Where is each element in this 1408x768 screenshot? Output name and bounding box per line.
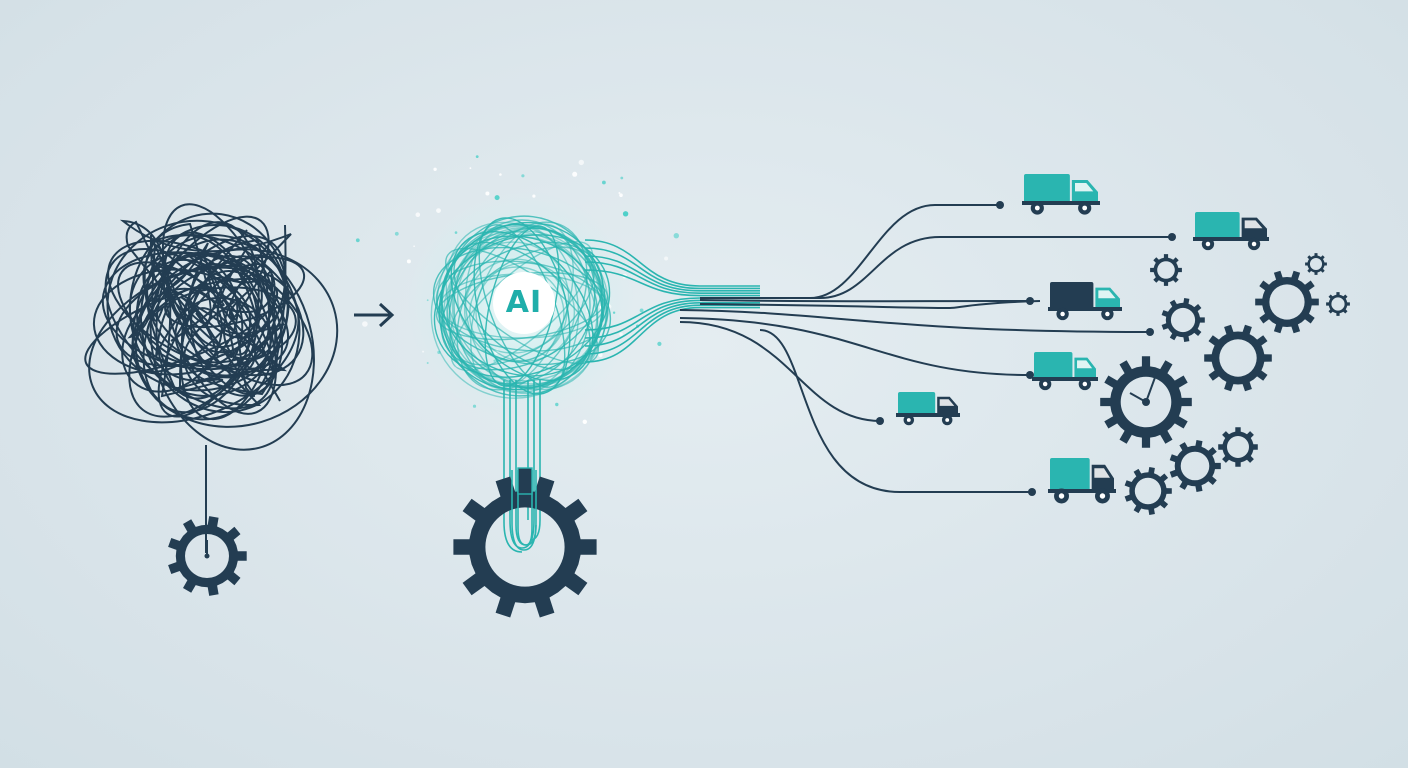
gear-icon [1255, 270, 1319, 334]
gear-icon [1305, 253, 1327, 275]
clock-gear-hand [1129, 371, 1158, 406]
gear-icon [1150, 254, 1182, 286]
gear-icon [1100, 356, 1192, 448]
output-gear-icon [453, 476, 597, 618]
delivery-truck-icon [1022, 174, 1100, 215]
delivery-truck-icon [1048, 282, 1122, 321]
ai-label-backdrop [493, 272, 555, 334]
gear-cluster-icon [1100, 253, 1350, 515]
route-endpoint-dots [876, 201, 1176, 496]
delivery-truck-icon [1193, 212, 1269, 251]
distribution-routes [679, 204, 1172, 493]
ai-to-gear-lines-front [511, 467, 537, 551]
tangled-scribble-icon [84, 203, 339, 451]
arrow-right-icon [354, 302, 395, 328]
gear-icon [1124, 467, 1172, 515]
gear-icon [1218, 427, 1258, 467]
delivery-truck-icon [1048, 458, 1116, 504]
delivery-truck-icon [896, 392, 960, 426]
gear-icon [1161, 298, 1205, 342]
ai-core-label: AI [505, 285, 543, 320]
ai-network-orb-icon [430, 215, 612, 399]
gear-icon [1169, 440, 1221, 492]
delivery-truck-icon [1032, 352, 1098, 391]
input-gear-icon [168, 516, 247, 596]
ai-output-fiber-bundle [584, 239, 760, 363]
gear-icon [1326, 292, 1350, 316]
gear-icon [1204, 324, 1272, 392]
delivery-fleet [896, 174, 1269, 504]
